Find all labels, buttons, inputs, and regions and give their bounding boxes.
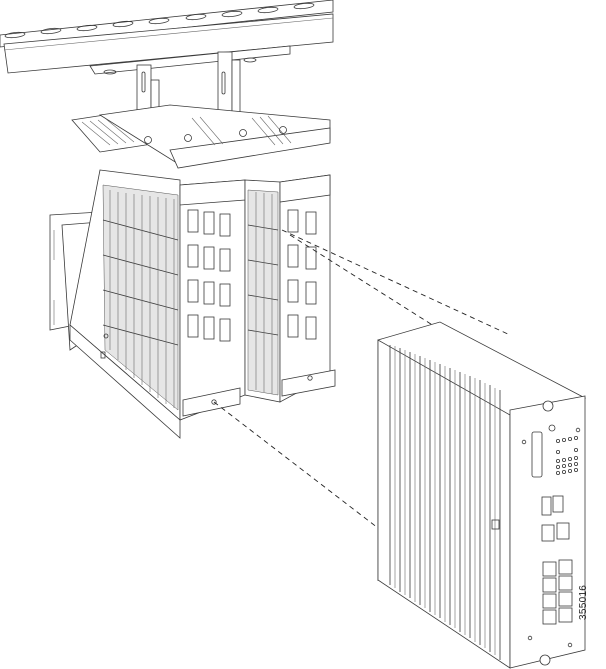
ethernet-port[interactable] (542, 609, 557, 625)
frame-window-cutouts (187, 209, 231, 342)
ethernet-port[interactable] (542, 593, 557, 609)
ethernet-ports (542, 559, 573, 625)
management-port[interactable] (556, 522, 570, 540)
ethernet-port[interactable] (542, 561, 557, 577)
nut-icon (144, 136, 152, 144)
captive-screw-bottom[interactable] (539, 654, 551, 666)
rail-slots (4, 2, 315, 39)
screw-hole-icon (307, 375, 313, 381)
mounting-frame-2 (179, 179, 246, 421)
ethernet-port[interactable] (558, 591, 573, 607)
nut-icon (239, 129, 247, 137)
device (377, 321, 587, 669)
led-indicators (556, 435, 579, 475)
heatsink-fins (389, 345, 501, 660)
captive-screw-top[interactable] (542, 400, 554, 412)
ground-lug-icon (491, 519, 500, 530)
vent-grid-top (81, 115, 292, 146)
ethernet-port[interactable] (558, 575, 573, 591)
usb-port[interactable] (541, 496, 552, 516)
figure-id: 355016 (578, 584, 589, 620)
overhead-rail (0, 0, 334, 75)
mounting-frame-3 (244, 179, 281, 403)
screw-hole-icon (211, 399, 217, 405)
nut-icon (184, 134, 192, 142)
device-front-panel (509, 395, 586, 669)
frame-window-cutouts (287, 209, 317, 340)
sd-card-slot[interactable] (531, 431, 543, 478)
mounting-frame-4 (279, 174, 336, 403)
frame-vent-slats (102, 190, 179, 408)
ethernet-port[interactable] (558, 607, 573, 623)
mounting-frame-1 (69, 169, 181, 439)
reset-button[interactable] (548, 424, 556, 432)
console-port-mini[interactable] (552, 495, 564, 513)
console-port-rj45[interactable] (541, 524, 555, 542)
ethernet-port[interactable] (542, 577, 557, 593)
ethernet-port[interactable] (558, 559, 573, 575)
nut-icon (279, 126, 287, 134)
top-cross-plates (71, 104, 331, 169)
